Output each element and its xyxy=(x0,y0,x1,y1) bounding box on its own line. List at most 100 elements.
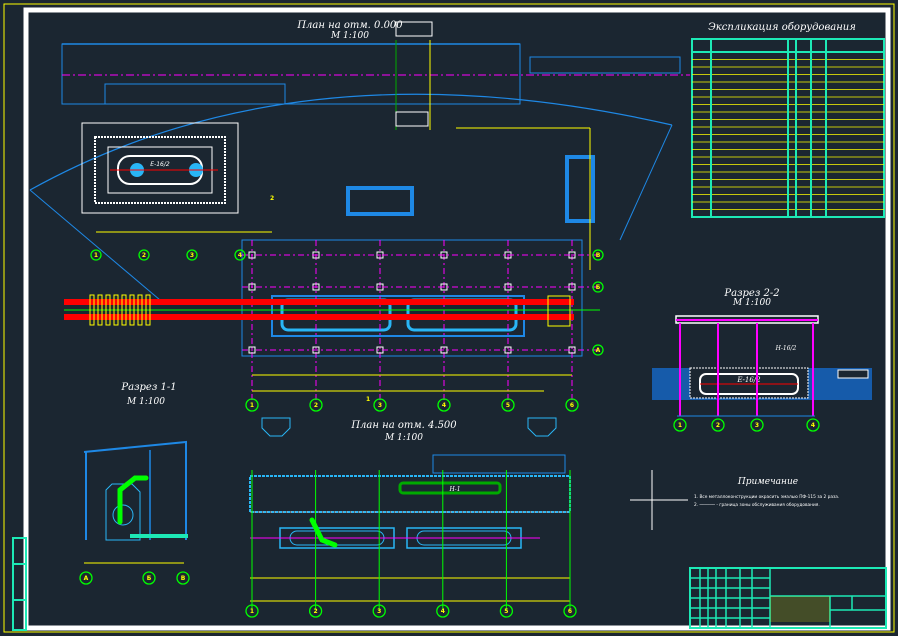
axis-bubble-label: 4 xyxy=(441,608,445,615)
building-outline xyxy=(61,43,521,105)
axis-bubble xyxy=(806,418,820,432)
leader-note-box xyxy=(432,454,566,474)
axis-bubble-label: А xyxy=(84,575,89,582)
section-1-title: Разрез 1-1 xyxy=(120,382,176,393)
axis-bubble xyxy=(563,604,577,618)
boiler-drum xyxy=(112,504,134,526)
left-stamp-column xyxy=(12,537,27,631)
axis-bubble-label: Б xyxy=(596,284,601,291)
axis-bubble xyxy=(750,418,764,432)
axis-bubble-label: 2 xyxy=(716,422,720,429)
equipment-outline xyxy=(346,186,414,216)
equipment-spec-table[interactable]: Экспликация оборудования xyxy=(691,22,885,218)
pump-label: Н-1 xyxy=(448,486,460,493)
opening-box xyxy=(395,111,429,127)
axis-bubble xyxy=(592,344,604,356)
hot-pipe-supply xyxy=(64,299,574,305)
axis-bubble xyxy=(90,249,102,261)
plan-top-view[interactable]: План на отм. 0.000 М 1:100 Е-16/2 xyxy=(29,20,690,437)
axis-bubble-label: 2 xyxy=(314,402,318,409)
pump-n1[interactable] xyxy=(398,481,502,495)
axis-bubble-label: В xyxy=(596,252,601,259)
equipment-outline xyxy=(565,155,595,223)
plan-top-scale: М 1:100 xyxy=(330,31,369,41)
title-block[interactable] xyxy=(689,567,887,629)
axis-bubble xyxy=(245,604,259,618)
plan-top-title: План на отм. 0.000 xyxy=(296,20,403,31)
fin xyxy=(113,294,119,326)
axis-bubble-label: 5 xyxy=(506,402,510,409)
fin xyxy=(105,294,111,326)
axis-bubble-label: 4 xyxy=(811,422,815,429)
section-1-scale: М 1:100 xyxy=(126,397,165,407)
channel xyxy=(837,369,869,379)
drain-pit xyxy=(527,417,557,437)
fin xyxy=(89,294,95,326)
axis-bubble-label: 3 xyxy=(190,252,194,259)
section-2-title: Разрез 2-2 xyxy=(723,288,779,299)
axis-bubble-label: А xyxy=(596,347,601,354)
heat-exchanger-fins xyxy=(89,294,151,326)
fin xyxy=(145,294,151,326)
axis-bubble xyxy=(436,604,450,618)
axis-bubble-label: 2 xyxy=(314,608,318,615)
fin xyxy=(121,294,127,326)
notes-block[interactable]: Примечание 1. Все металлоконструкции окр… xyxy=(630,470,839,530)
axis-bubble-label: 2 xyxy=(142,252,146,259)
axis-bubble xyxy=(142,571,156,585)
radius-line xyxy=(29,189,161,301)
axis-bubble-label: 4 xyxy=(442,402,446,409)
axis-bubble-label: 1 xyxy=(678,422,682,429)
axis-bubble xyxy=(309,398,323,412)
note-line: 2. ────── - граница зоны обслуживания об… xyxy=(694,502,820,508)
section-cut-mark: 1 xyxy=(366,396,370,403)
drain-pit xyxy=(261,417,291,437)
tank-label: Е-16/2 xyxy=(150,161,170,168)
axis-bubble xyxy=(79,571,93,585)
column-marker xyxy=(248,283,256,291)
plan-marker-box xyxy=(395,21,433,37)
axis-bubble-label: 1 xyxy=(250,402,254,409)
axis-bubble xyxy=(138,249,150,261)
axis-bubble-label: 1 xyxy=(94,252,98,259)
axis-bubble-label: Б xyxy=(147,575,152,582)
axis-bubble-label: 6 xyxy=(570,402,574,409)
section-2-scale: М 1:100 xyxy=(732,298,771,308)
axis-bubble-label: 1 xyxy=(250,608,254,615)
leader-note-box xyxy=(529,56,681,74)
axis-bubble xyxy=(234,249,246,261)
equipment-frame xyxy=(241,239,583,357)
frame-structure xyxy=(83,440,187,540)
outer-sheet-border xyxy=(3,3,895,633)
axis-bubble xyxy=(308,604,323,618)
axis-bubble xyxy=(673,418,687,432)
inner-frame xyxy=(23,7,891,631)
section-tank-label: Е-16/2 xyxy=(736,376,761,384)
note-line: 1. Все металлоконструкции окрасить эмаль… xyxy=(694,494,839,500)
tank-pit xyxy=(94,136,226,204)
plan-bottom-scale: М 1:100 xyxy=(384,433,423,443)
leader-note-box xyxy=(104,83,286,105)
axis-bubble xyxy=(592,281,604,293)
title-block-title-cell xyxy=(770,596,830,622)
axis-bubble-label: 3 xyxy=(378,402,382,409)
axis-bubble xyxy=(373,398,387,412)
axis-bubble-label: 6 xyxy=(568,608,572,615)
axis-bubble xyxy=(592,249,604,261)
boiler-body xyxy=(105,483,141,541)
section-tag-label: Н-16/2 xyxy=(775,345,797,352)
axis-bubble xyxy=(437,398,451,412)
axis-bubble xyxy=(176,571,190,585)
tank-enclosure xyxy=(81,122,239,214)
service-zone-arc xyxy=(29,93,673,191)
fin xyxy=(97,294,103,326)
notes-title: Примечание xyxy=(737,477,798,487)
